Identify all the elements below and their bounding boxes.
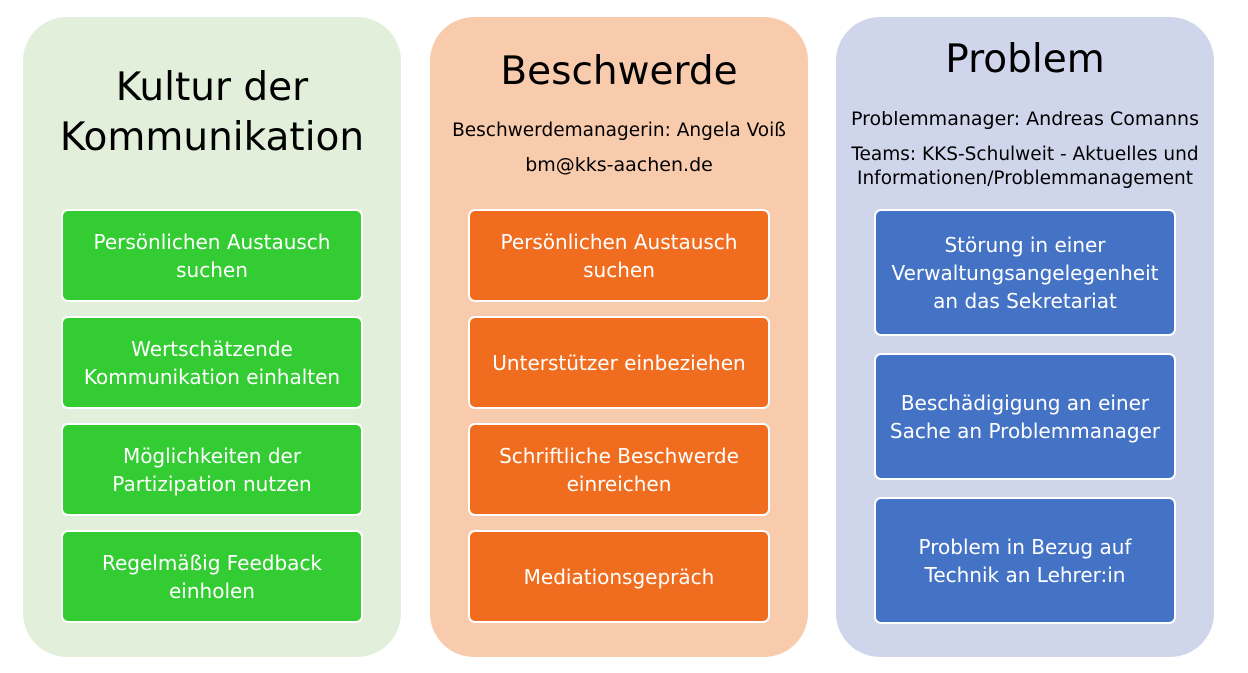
beschwerde-box-unterstuetzer: Unterstützer einbeziehen bbox=[468, 316, 770, 409]
kultur-column: Kultur der Kommunikation Persönlichen Au… bbox=[23, 17, 401, 657]
kultur-box-wertschaetzend: Wertschätzende Kommunikation einhalten bbox=[61, 316, 363, 409]
problem-title: Problem bbox=[945, 37, 1105, 82]
kultur-box-partizipation: Möglichkeiten der Partizipation nutzen bbox=[61, 423, 363, 516]
kultur-title-line1: Kultur der bbox=[115, 65, 309, 110]
kultur-title-line2: Kommunikation bbox=[59, 115, 365, 160]
problem-teams-line1: Teams: KKS-Schulweit - Aktuelles und bbox=[851, 144, 1199, 165]
beschwerde-box-austausch: Persönlichen Austausch suchen bbox=[468, 209, 770, 302]
problem-box-verwaltung: Störung in einer Verwaltungsangelegenhei… bbox=[874, 209, 1176, 336]
problem-box-technik: Problem in Bezug auf Technik an Lehrer:i… bbox=[874, 497, 1176, 624]
beschwerde-box-mediation: Mediationsgepräch bbox=[468, 530, 770, 623]
problem-teams-line2: Informationen/Problemmanagement bbox=[857, 168, 1193, 189]
problem-box-beschaedigung: Beschädigigung an einer Sache an Problem… bbox=[874, 353, 1176, 480]
problem-column: Problem Problemmanager: Andreas Comanns … bbox=[836, 17, 1214, 657]
beschwerde-box-schriftlich: Schriftliche Beschwerde einreichen bbox=[468, 423, 770, 516]
beschwerde-column: Beschwerde Beschwerdemanagerin: Angela V… bbox=[430, 17, 808, 657]
kultur-box-feedback: Regelmäßig Feedback einholen bbox=[61, 530, 363, 623]
problem-teams: Teams: KKS-Schulweit - Aktuelles und Inf… bbox=[836, 143, 1214, 191]
beschwerde-email: bm@kks-aachen.de bbox=[525, 154, 713, 176]
beschwerde-manager: Beschwerdemanagerin: Angela Voiß bbox=[452, 120, 786, 141]
kultur-box-austausch: Persönlichen Austausch suchen bbox=[61, 209, 363, 302]
kultur-title: Kultur der Kommunikation bbox=[23, 63, 401, 163]
problem-manager: Problemmanager: Andreas Comanns bbox=[851, 108, 1199, 130]
beschwerde-title: Beschwerde bbox=[500, 49, 738, 94]
